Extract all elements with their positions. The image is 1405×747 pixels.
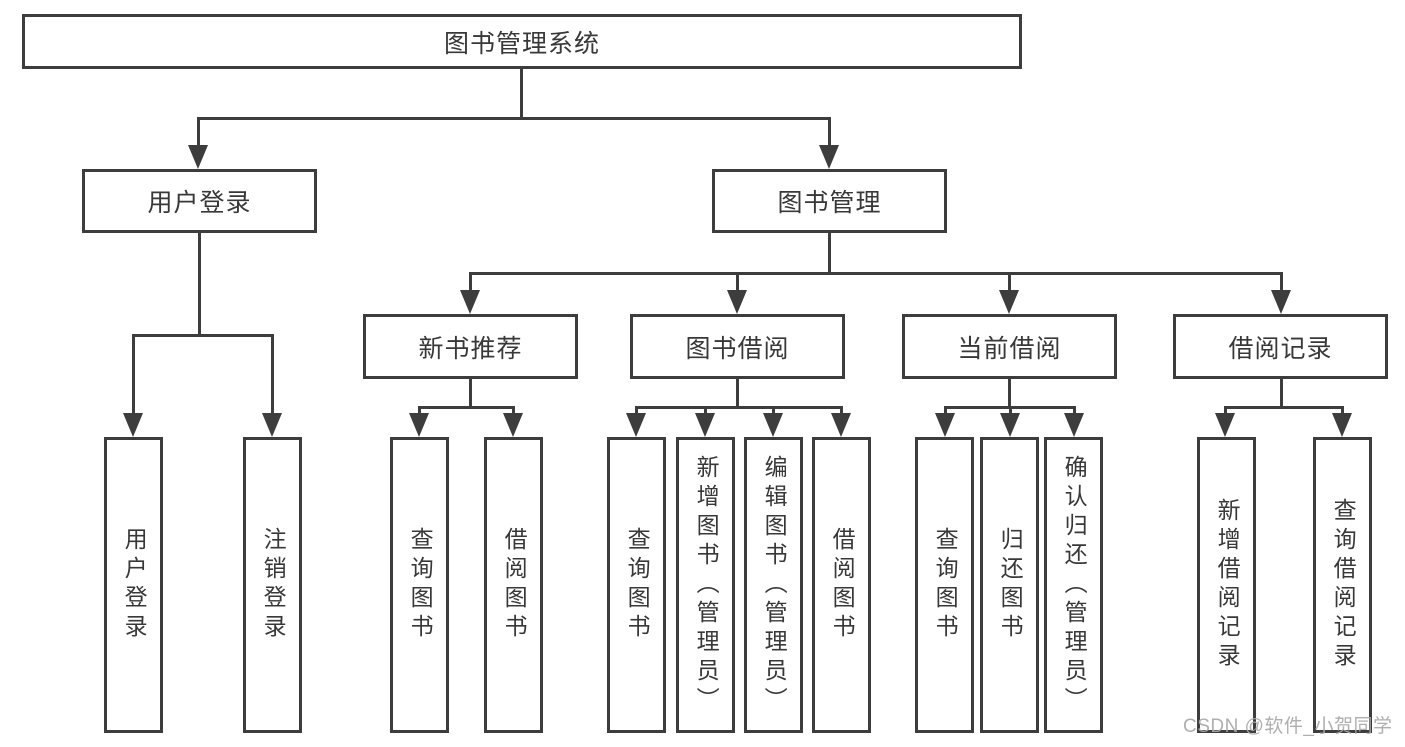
connector-line <box>520 69 523 119</box>
connector-line <box>772 406 775 416</box>
leaf-label: 用户登录 <box>121 527 148 643</box>
leaf-logout: 注销登录 <box>243 437 302 733</box>
leaf-label: 查询图书 <box>407 527 434 643</box>
arrowhead-icon <box>188 145 208 169</box>
arrowhead-icon <box>460 290 480 314</box>
node-label: 图书管理 <box>777 189 882 217</box>
connector-line <box>418 406 421 416</box>
arrowhead-icon <box>626 413 646 437</box>
leaf-return-books: 归还图书 <box>980 437 1039 733</box>
node-book-borrowing: 图书借阅 <box>630 314 845 379</box>
connector-line <box>1073 406 1076 416</box>
arrowhead-icon <box>935 413 955 437</box>
leaf-add-books-admin: 新增图书（管理员） <box>676 437 735 733</box>
leaf-borrow-books-recommend: 借阅图书 <box>484 437 543 733</box>
arrowhead-icon <box>1215 413 1235 437</box>
leaf-label: 编辑图书（管理员） <box>761 454 788 716</box>
leaf-label: 新增借阅记录 <box>1214 498 1241 672</box>
leaf-query-books-current: 查询图书 <box>915 437 974 733</box>
leaf-edit-books-admin: 编辑图书（管理员） <box>744 437 803 733</box>
leaf-label: 新增图书（管理员） <box>693 454 720 716</box>
connector-line <box>271 334 274 415</box>
arrowhead-icon <box>1064 413 1084 437</box>
node-label: 当前借阅 <box>957 334 1062 363</box>
connector-line <box>1341 406 1344 416</box>
arrowhead-icon <box>1271 290 1291 314</box>
node-new-book-recommendation: 新书推荐 <box>363 314 578 379</box>
connector-line <box>469 272 472 292</box>
connector-line <box>1224 406 1344 409</box>
arrowhead-icon <box>1000 413 1020 437</box>
leaf-add-borrow-record: 新增借阅记录 <box>1197 437 1256 733</box>
node-label: 借阅记录 <box>1228 334 1333 363</box>
connector-line <box>132 334 274 337</box>
connector-line <box>197 117 200 147</box>
leaf-borrow-books: 借阅图书 <box>812 437 871 733</box>
connector-line <box>828 233 831 275</box>
connector-line <box>469 272 1283 275</box>
connector-line <box>1008 379 1011 409</box>
leaf-query-books-recommend: 查询图书 <box>390 437 449 733</box>
connector-line <box>828 117 831 147</box>
connector-line <box>1009 406 1012 416</box>
connector-line <box>418 406 515 409</box>
connector-line <box>635 406 638 416</box>
node-label: 图书借阅 <box>685 334 790 363</box>
connector-line <box>512 406 515 416</box>
arrowhead-icon <box>831 413 851 437</box>
leaf-label: 注销登录 <box>260 527 287 643</box>
connector-line <box>469 379 472 409</box>
arrowhead-icon <box>262 413 282 437</box>
node-library-management-system: 图书管理系统 <box>22 14 1022 69</box>
node-user-login: 用户登录 <box>82 169 317 233</box>
leaf-query-books-borrow: 查询图书 <box>607 437 666 733</box>
arrowhead-icon <box>503 413 523 437</box>
csdn-watermark: CSDN @软件_小贺同学 <box>1183 716 1393 737</box>
arrowhead-icon <box>727 290 747 314</box>
connector-line <box>704 406 707 416</box>
connector-line <box>736 379 739 409</box>
leaf-label: 确认归还（管理员） <box>1061 454 1088 716</box>
arrowhead-icon <box>695 413 715 437</box>
arrowhead-icon <box>819 145 839 169</box>
node-borrowing-records: 借阅记录 <box>1173 314 1388 379</box>
leaf-label: 归还图书 <box>997 527 1024 643</box>
leaf-confirm-return-admin: 确认归还（管理员） <box>1044 437 1103 733</box>
connector-line <box>1224 406 1227 416</box>
leaf-label: 借阅图书 <box>501 527 528 643</box>
node-label: 图书管理系统 <box>443 29 600 58</box>
connector-line <box>635 406 842 409</box>
leaf-user-login: 用户登录 <box>104 437 163 733</box>
arrowhead-icon <box>409 413 429 437</box>
arrowhead-icon <box>123 413 143 437</box>
connector-line <box>1280 379 1283 409</box>
leaf-query-borrow-record: 查询借阅记录 <box>1313 437 1372 733</box>
connector-line <box>944 406 947 416</box>
connector-line <box>840 406 843 416</box>
arrowhead-icon <box>763 413 783 437</box>
connector-line <box>198 233 201 337</box>
leaf-label: 查询图书 <box>624 527 651 643</box>
node-current-borrowing: 当前借阅 <box>902 314 1117 379</box>
arrowhead-icon <box>1332 413 1352 437</box>
arrowhead-icon <box>999 290 1019 314</box>
connector-line <box>736 272 739 292</box>
node-label: 用户登录 <box>147 189 252 217</box>
connector-line <box>1280 272 1283 292</box>
leaf-label: 查询图书 <box>932 527 959 643</box>
leaf-label: 借阅图书 <box>829 527 856 643</box>
connector-line <box>197 117 831 120</box>
leaf-label: 查询借阅记录 <box>1330 498 1357 672</box>
node-label: 新书推荐 <box>418 334 523 363</box>
connector-line <box>1008 272 1011 292</box>
node-book-management: 图书管理 <box>712 169 947 233</box>
connector-line <box>132 334 135 415</box>
